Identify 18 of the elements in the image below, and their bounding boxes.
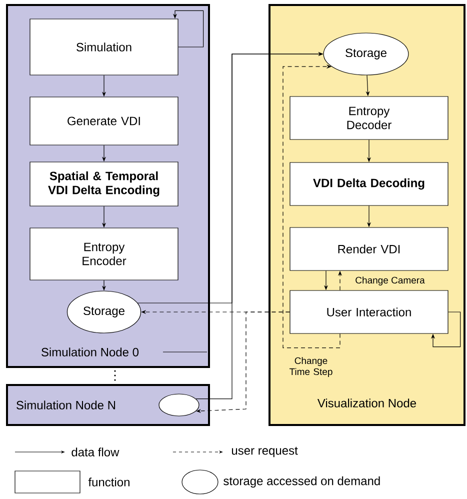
function-box: Entropy Decoder <box>290 96 448 140</box>
function-box: VDI Delta Decoding <box>290 162 448 206</box>
legend-text: storage accessed on demand <box>224 476 380 488</box>
arrow <box>430 312 461 348</box>
function-box: Entropy Encoder <box>30 228 178 280</box>
arrow <box>282 64 340 348</box>
function-box: Render VDI <box>290 227 448 271</box>
legend-text: user request <box>232 446 298 458</box>
legend-text: function <box>88 478 130 486</box>
container-box: Simulation Node N <box>6 384 210 426</box>
function-box: Simulation <box>30 18 178 76</box>
function-box: User Interaction <box>290 290 448 334</box>
storage-ellipse <box>158 394 200 416</box>
function-box: Spatial & Temporal VDI Delta Encoding <box>30 162 178 206</box>
edge-label: Change Time Step <box>281 356 341 378</box>
edge-label: Change Camera <box>354 276 426 286</box>
function-box: Generate VDI <box>30 96 178 146</box>
legend-text: data flow <box>72 448 120 456</box>
